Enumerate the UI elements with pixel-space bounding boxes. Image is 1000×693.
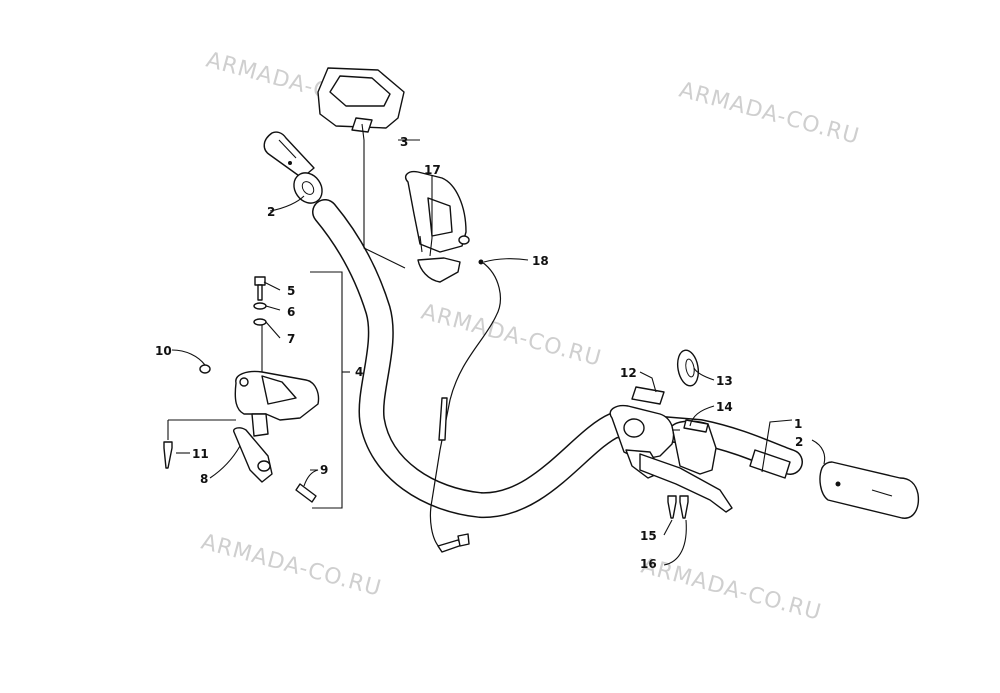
callout-16: 16 [640, 557, 657, 571]
watermark-2: ARMADA-CO.RU [676, 78, 862, 150]
callout-11: 11 [192, 447, 209, 461]
callout-5: 5 [287, 284, 295, 298]
right-grip [819, 461, 920, 519]
callout-14: 14 [716, 400, 733, 414]
callout-6: 6 [287, 305, 295, 319]
callout-12: 12 [620, 366, 637, 380]
callout-8: 8 [200, 472, 208, 486]
callout-17: 17 [424, 163, 441, 177]
left-grip [263, 131, 323, 204]
callout-9: 9 [320, 463, 328, 477]
callout-labels: 1 2 2 3 4 5 6 7 8 9 10 11 12 13 14 15 16… [155, 135, 803, 571]
watermark-3: ARMADA-CO.RU [418, 300, 604, 372]
callout-10: 10 [155, 344, 172, 358]
left-control-assembly [163, 276, 320, 503]
watermarks: ARMADA-CO.RU ARMADA-CO.RU ARMADA-CO.RU A… [198, 48, 862, 626]
throttle-housing [404, 170, 470, 283]
callout-3: 3 [400, 135, 408, 149]
right-control-assembly [609, 349, 733, 519]
throttle-cable [429, 259, 501, 553]
callout-15: 15 [640, 529, 657, 543]
leader-lines [167, 123, 826, 566]
top-cover [317, 67, 405, 133]
callout-13: 13 [716, 374, 733, 388]
callout-2-right: 2 [795, 435, 803, 449]
callout-2-left: 2 [267, 205, 275, 219]
watermark-4: ARMADA-CO.RU [198, 530, 384, 602]
callout-4: 4 [355, 365, 363, 379]
callout-7: 7 [287, 332, 295, 346]
callout-1: 1 [794, 417, 802, 431]
callout-18: 18 [532, 254, 549, 268]
